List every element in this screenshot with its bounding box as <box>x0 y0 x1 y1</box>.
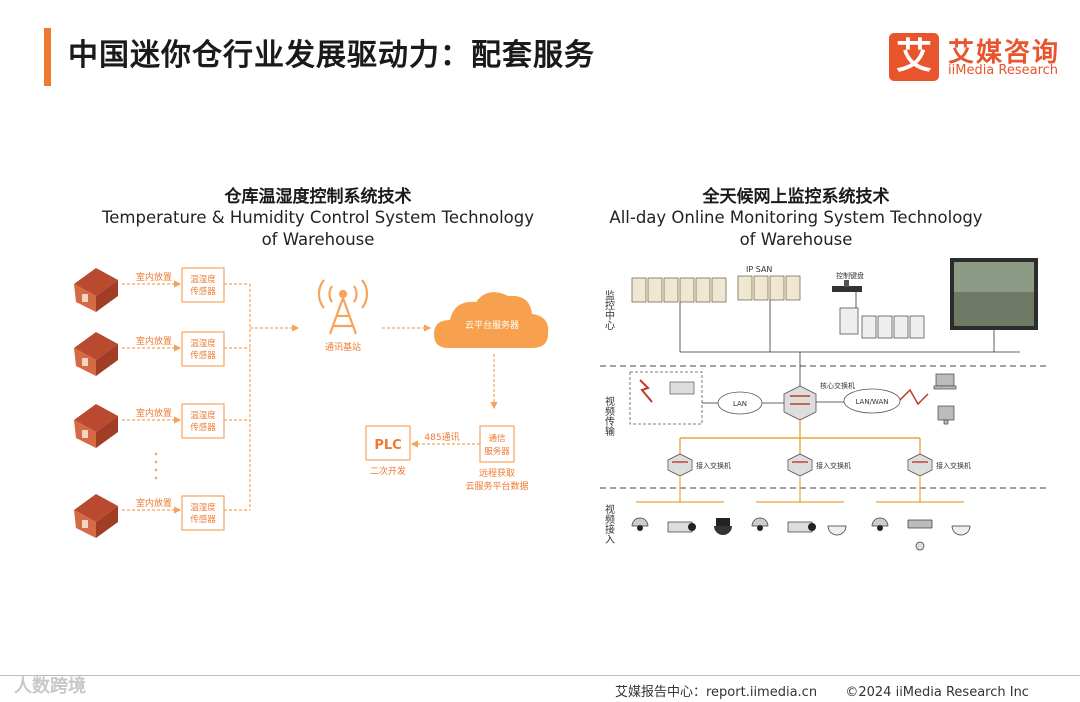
footer-copyright: ©2024 iiMedia Research Inc <box>845 685 1029 700</box>
client-laptop-icon <box>933 373 957 425</box>
sensor-label-2: 传感器 <box>190 422 216 433</box>
cloud-label: 云平台服务器 <box>465 319 519 331</box>
access-switch-icon <box>667 453 693 477</box>
right-panel-title-en-1: All-day Online Monitoring System Technol… <box>609 208 983 227</box>
brand-name-en: iiMedia Research <box>948 63 1059 78</box>
temperature-control-diagram: 室内放置 温湿度 传感器 室内放置 温湿度 传感器 室内放置 温湿度 传感器 室… <box>74 267 549 538</box>
online-monitoring-diagram: 监控中心 视频传输 视频接入 IP SAN 控制键盘 核心交换机 <box>600 258 1046 551</box>
fetch-label-1: 远程获取 <box>479 468 515 479</box>
link-label: 485通讯 <box>424 432 459 443</box>
server-rack-group <box>631 275 801 303</box>
access-switch-icon <box>907 453 933 477</box>
footer-source-text: 艾媒报告中心：report.iimedia.cn <box>615 685 818 700</box>
plc-box <box>365 425 411 461</box>
control-keyboard-label: 控制键盘 <box>836 271 864 280</box>
sensor-label-1: 温湿度 <box>190 502 216 513</box>
warehouse-house-icon <box>74 494 118 538</box>
sensor-label-2: 传感器 <box>190 286 216 297</box>
tower-label: 通讯基站 <box>325 341 361 353</box>
warehouse-row-2: 室内放置 温湿度 传感器 <box>74 331 225 376</box>
ip-san-label: IP SAN <box>746 265 772 274</box>
zone-labels: 监控中心 视频传输 视频接入 <box>603 289 615 544</box>
box-camera-icon <box>667 521 696 533</box>
brand-name-cn: 艾媒咨询 <box>948 38 1061 68</box>
fetch-label-2: 云服务平台数据 <box>465 480 528 492</box>
indoor-label: 室内放置 <box>136 497 172 509</box>
sensor-label-2: 传感器 <box>190 514 216 525</box>
dome-camera-icon <box>631 517 649 531</box>
plc-sub-label: 二次开发 <box>370 465 406 477</box>
right-panel-title-cn: 全天候网上监控系统技术 <box>702 187 890 207</box>
core-switch-icon <box>783 385 817 421</box>
left-panel-heading: 仓库温湿度控制系统技术 Temperature & Humidity Contr… <box>88 182 548 251</box>
right-panel-title-en-2: of Warehouse <box>739 230 853 249</box>
core-switch-label: 核心交换机 <box>820 381 855 390</box>
speed-dome-icon <box>714 518 732 535</box>
box-camera-icon <box>787 521 816 533</box>
cloud-server-icon <box>434 292 549 348</box>
lanwan-cloud-icon <box>843 388 901 414</box>
indoor-label: 室内放置 <box>136 271 172 283</box>
dome-camera-icon <box>871 517 889 531</box>
warehouse-row-1: 室内放置 温湿度 传感器 <box>74 267 225 312</box>
access-switch-icon <box>787 453 813 477</box>
zone-access-label: 视频接入 <box>603 503 615 544</box>
indoor-label: 室内放置 <box>136 335 172 347</box>
title-accent-bar <box>44 28 51 86</box>
plc-label: PLC <box>374 438 401 453</box>
dome-camera-icon <box>827 525 847 536</box>
sensor-bus-lines <box>224 283 300 511</box>
warehouse-house-icon <box>74 332 118 376</box>
sensor-label-1: 温湿度 <box>190 410 216 421</box>
camera-bus-lines <box>636 476 964 503</box>
dome-camera-icon <box>751 517 769 531</box>
sensor-box <box>181 267 225 303</box>
warehouse-row-3: 室内放置 温湿度 传感器 <box>74 403 225 448</box>
sensor-label-1: 温湿度 <box>190 274 216 285</box>
lan-label: LAN <box>733 400 747 408</box>
left-panel-title-en-2: of Warehouse <box>261 230 375 249</box>
comm-server-label-1: 通信 <box>488 433 506 444</box>
brand-logo-icon: 艾 <box>889 33 939 81</box>
dome-camera-icon <box>951 525 971 536</box>
left-panel-title-cn: 仓库温湿度控制系统技术 <box>224 187 412 207</box>
sensor-box <box>181 331 225 367</box>
watermark-text: 人数跨境 <box>14 676 86 697</box>
alarm-host-group <box>629 371 703 425</box>
sensor-box <box>181 495 225 531</box>
lanwan-label: LAN/WAN <box>855 398 888 406</box>
camera-group <box>631 517 971 551</box>
access-switch-label: 接入交换机 <box>696 461 731 470</box>
access-switch-label: 接入交换机 <box>936 461 971 470</box>
box-camera-icon <box>907 519 933 551</box>
comm-server-label-2: 服务器 <box>484 446 510 457</box>
warehouse-house-icon <box>74 404 118 448</box>
left-panel-title-en-1: Temperature & Humidity Control System Te… <box>101 208 535 227</box>
footer-source: 艾媒报告中心：report.iimedia.cn ©2024 iiMedia R… <box>615 681 1029 700</box>
access-switch-label: 接入交换机 <box>816 461 851 470</box>
page-title: 中国迷你仓行业发展驱动力：配套服务 <box>68 38 595 73</box>
comm-server-box <box>479 425 515 463</box>
workstation-icon <box>839 307 925 339</box>
signal-tower-icon <box>317 279 369 335</box>
right-panel-heading: 全天候网上监控系统技术 All-day Online Monitoring Sy… <box>566 182 1026 251</box>
warehouse-row-4: 室内放置 温湿度 传感器 <box>74 494 225 538</box>
control-keyboard-icon <box>832 280 862 292</box>
zone-transmit-label: 视频传输 <box>603 395 615 437</box>
sensor-label-2: 传感器 <box>190 350 216 361</box>
zone-monitor-label: 监控中心 <box>603 289 615 330</box>
sensor-label-1: 温湿度 <box>190 338 216 349</box>
more-rows-ellipsis <box>154 452 158 480</box>
sensor-box <box>181 403 225 439</box>
footer-divider <box>0 675 1080 676</box>
video-wall-icon <box>950 258 1038 330</box>
warehouse-house-icon <box>74 268 118 312</box>
indoor-label: 室内放置 <box>136 407 172 419</box>
